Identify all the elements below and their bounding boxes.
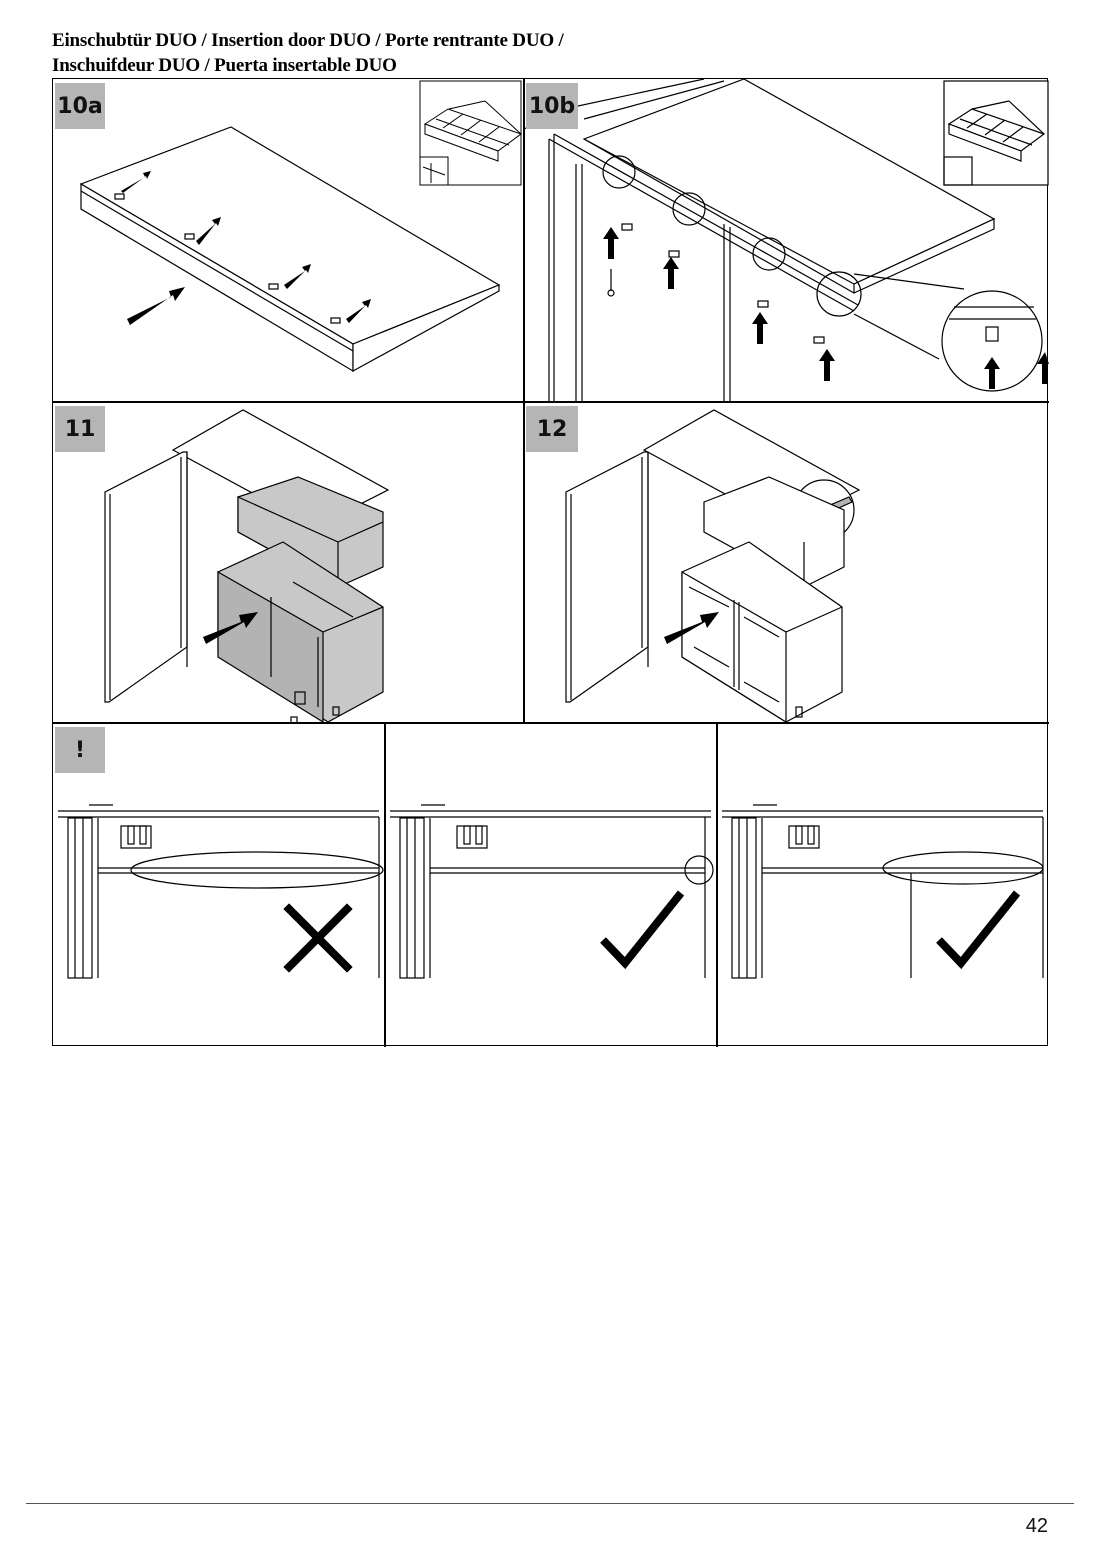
checkmark-icon — [600, 890, 685, 970]
title-line-1: Einschubtür DUO / Insertion door DUO / P… — [52, 30, 564, 51]
step-badge: 11 — [55, 406, 105, 452]
step-12-illustration — [565, 409, 861, 722]
step-badge: 10a — [55, 83, 105, 129]
step-badge: 12 — [526, 406, 578, 452]
step-10b-panel: 10b — [524, 79, 1049, 401]
check-panel-wrong: ! — [53, 723, 384, 1047]
divider-horizontal-1 — [53, 401, 1049, 403]
page-number: 42 — [1025, 1515, 1048, 1537]
step-10b-illustration — [524, 79, 1049, 401]
warning-badge: ! — [55, 727, 105, 773]
checkmark-icon — [936, 890, 1021, 970]
cross-icon — [283, 903, 353, 973]
step-badge: 10b — [526, 83, 578, 129]
step-10a-panel: 10a — [53, 79, 523, 401]
check-illustration-2 — [390, 804, 714, 979]
step-11-illustration — [104, 409, 390, 722]
page-title: Einschubtür DUO / Insertion door DUO / P… — [52, 28, 1052, 78]
instruction-grid: 10a — [52, 78, 1049, 1047]
divider-vertical-top — [523, 79, 525, 722]
divider-horizontal-2 — [53, 722, 1049, 724]
check-panel-correct-1 — [385, 723, 716, 1047]
check-illustration-1 — [58, 804, 384, 979]
check-panel-correct-2 — [717, 723, 1049, 1047]
divider-vertical-bottom-2 — [716, 722, 718, 1047]
step-11-panel: 11 — [53, 402, 523, 722]
footer-rule — [26, 1503, 1074, 1504]
step-10a-illustration — [79, 80, 523, 373]
title-line-2: Inschuifdeur DUO / Puerta insertable DUO — [52, 55, 397, 76]
step-12-panel: 12 — [524, 402, 1049, 722]
check-illustration-3 — [722, 804, 1044, 979]
divider-vertical-bottom-1 — [384, 722, 386, 1047]
